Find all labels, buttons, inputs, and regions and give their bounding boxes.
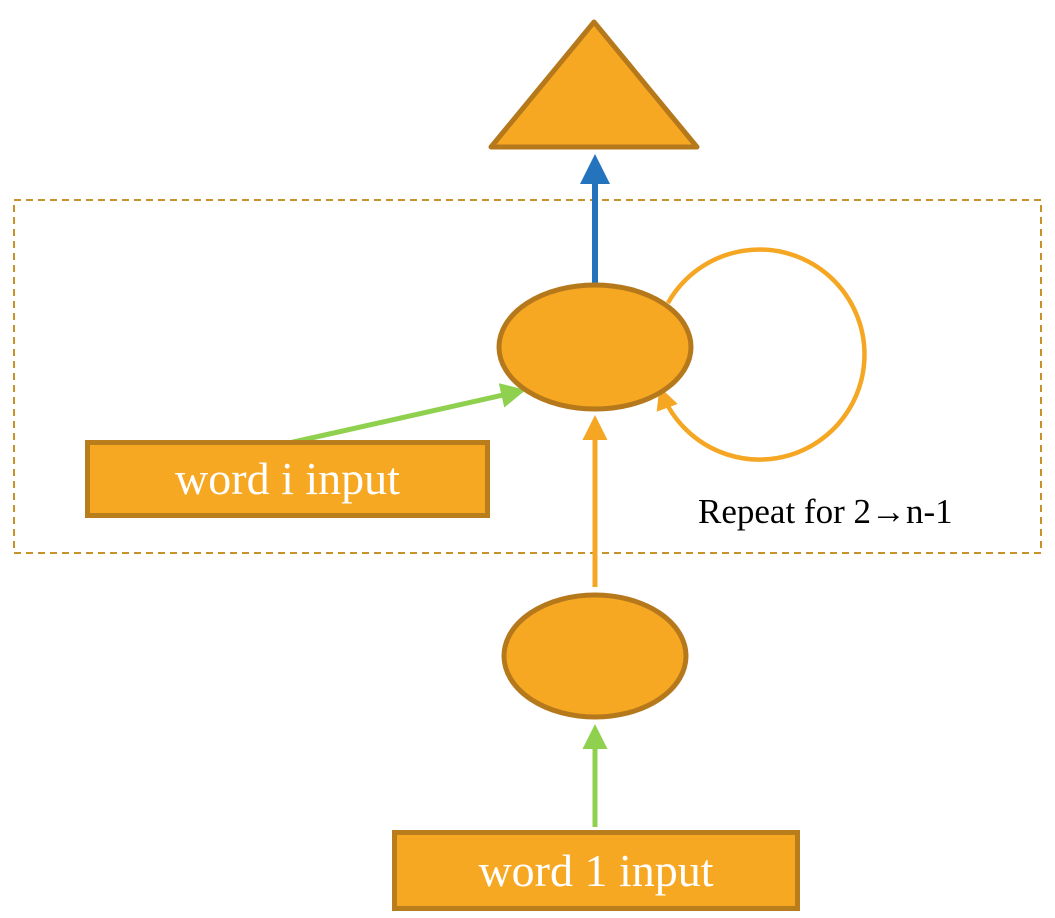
word-i-input-label: word i input: [175, 453, 400, 504]
word-i-input-arrow: [288, 383, 526, 446]
word-i-input-box: word i input: [85, 440, 490, 518]
repeat-region-dashed-box: [13, 199, 1042, 554]
word-1-input-box: word 1 input: [392, 830, 800, 911]
output-triangle: [488, 19, 700, 150]
word-1-input-label: word 1 input: [478, 844, 714, 896]
repeat-note-text: Repeat for 2→n-1: [698, 492, 953, 531]
hidden-state-ellipse-upper: [496, 282, 694, 412]
hidden-state-ellipse-lower: [501, 592, 689, 720]
self-loop-arrow: [656, 247, 867, 462]
